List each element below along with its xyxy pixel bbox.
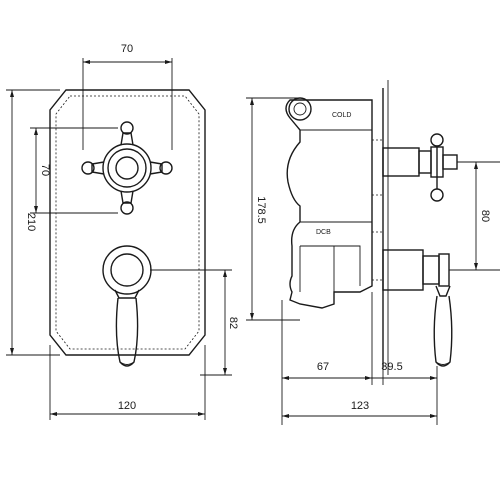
front-view: 70 210 70 82 xyxy=(6,43,239,420)
side-view: COLD DCB 178.5 xyxy=(246,80,500,425)
upper-spindle xyxy=(382,133,458,202)
dim-cross-height-label: 70 xyxy=(39,164,51,176)
dim-lever-offset-label: 82 xyxy=(227,317,239,329)
dim-plate-width-label: 120 xyxy=(118,400,136,412)
faceplate-inner-border xyxy=(55,95,200,350)
cross-handle xyxy=(81,121,173,215)
lever-handle xyxy=(102,245,152,367)
dim-side-height-label: 178.5 xyxy=(255,196,267,224)
dim-body-depth-label: 67 xyxy=(317,361,329,373)
lower-spindle xyxy=(382,249,453,367)
dim-cross-height: 70 xyxy=(30,127,118,214)
dim-spindle-spacing: 80 xyxy=(449,161,500,271)
dim-overall-height: 210 xyxy=(6,89,60,356)
dim-plate-width: 120 xyxy=(49,345,206,420)
dim-top-width: 70 xyxy=(82,43,173,150)
valve-body xyxy=(285,99,373,309)
dim-overall-depth: 123 xyxy=(282,400,437,418)
dim-side-height: 178.5 xyxy=(246,97,300,321)
faceplate-outline xyxy=(49,89,206,356)
label-cold: COLD xyxy=(332,112,351,119)
dim-top-width-label: 70 xyxy=(121,43,133,55)
dim-overall-height-label: 210 xyxy=(25,213,37,231)
dim-overall-depth-label: 123 xyxy=(351,400,369,412)
dim-lever-offset: 82 xyxy=(150,269,239,376)
dim-projection-label: 39.5 xyxy=(381,361,402,373)
dim-spindle-spacing-label: 80 xyxy=(479,210,491,222)
dim-depths: 67 39.5 xyxy=(281,292,438,425)
label-dcb: DCB xyxy=(316,229,331,236)
